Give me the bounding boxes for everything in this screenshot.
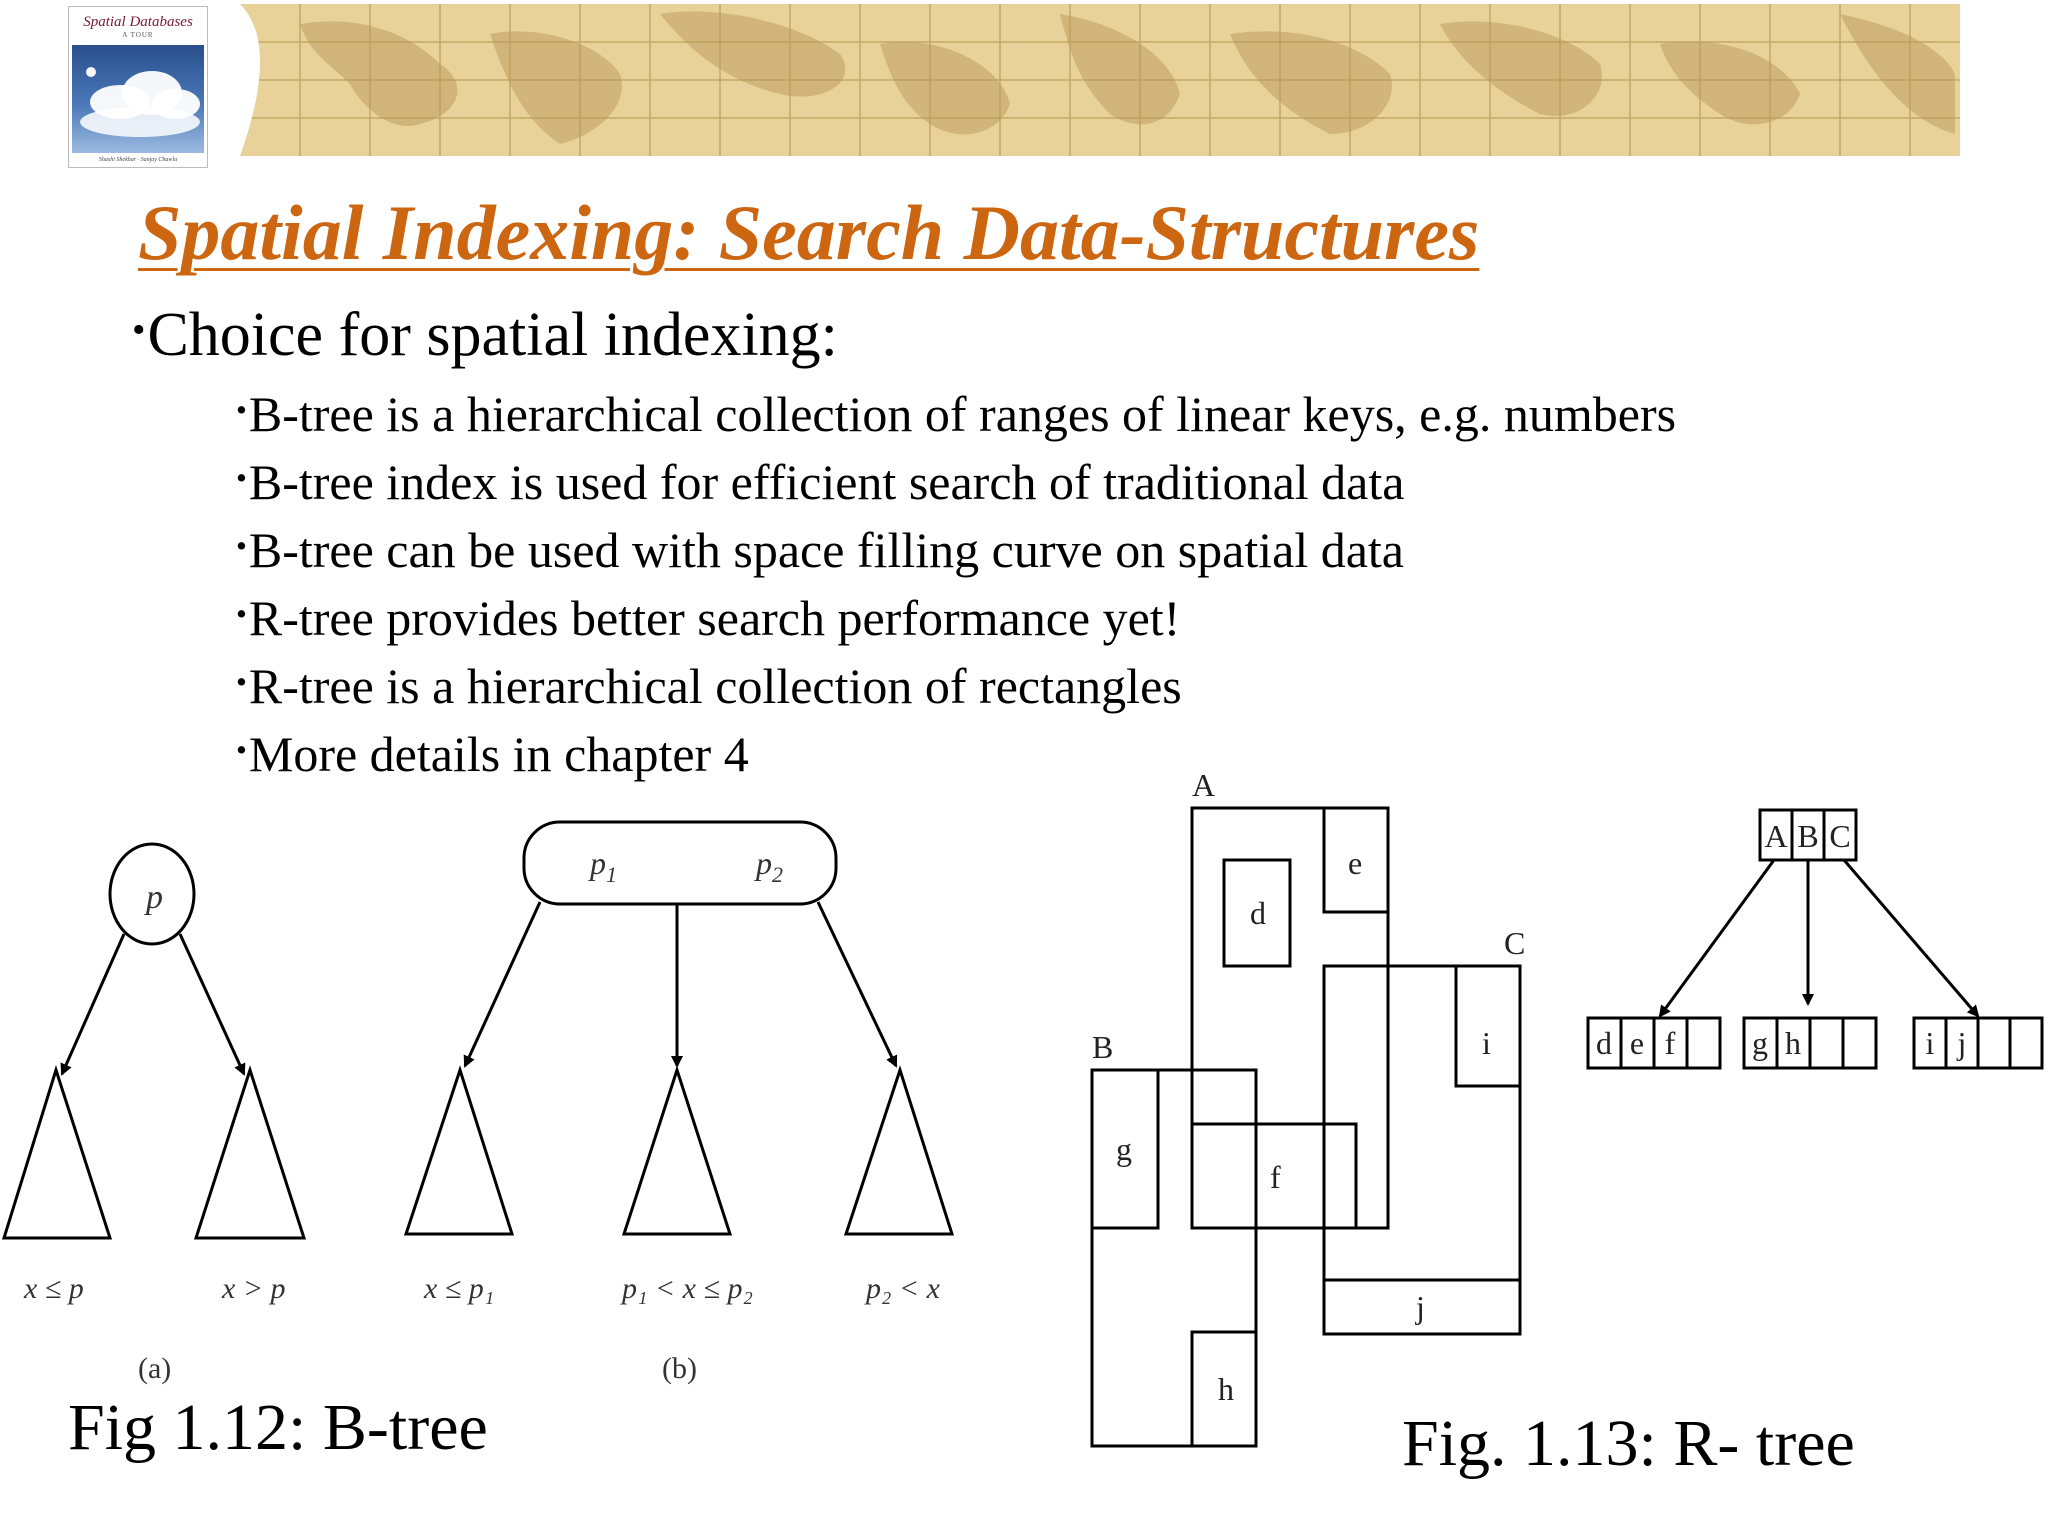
- rtree-rect-f-label: f: [1270, 1159, 1281, 1195]
- rtree-rect-h-label: h: [1218, 1371, 1234, 1407]
- bullet-marker: •: [132, 308, 146, 351]
- rtree-region-b-label: B: [1092, 1029, 1113, 1065]
- rtree-rect-i: [1454, 964, 1522, 1088]
- rtree-rect-f: [1190, 1122, 1358, 1230]
- rtree-rect-j-label: j: [1415, 1289, 1425, 1325]
- bullet-marker: •: [236, 732, 247, 768]
- rtree-rect-d: [1222, 858, 1292, 968]
- btree-a-node-label: p: [144, 879, 163, 916]
- rtree-rect-h: [1190, 1330, 1258, 1448]
- btree-a-right-leaf-label: x > p: [221, 1272, 286, 1305]
- sub-bullet-text: B-tree can be used with space filling cu…: [248, 522, 1404, 578]
- rtree-rect-e-label: e: [1348, 845, 1362, 881]
- rtree-rect-g-label: g: [1116, 1131, 1132, 1167]
- rtree-root-entry: A: [1764, 818, 1787, 854]
- rtree-rect-e: [1322, 806, 1390, 914]
- btree-b-edge-1: [463, 901, 542, 1068]
- book-cover-title: Spatial Databases: [83, 14, 193, 30]
- btree-a-left-edge: [60, 933, 126, 1076]
- btree-panel-a-label: (a): [138, 1352, 171, 1385]
- slide-title: Spatial Indexing: Search Data-Structures: [138, 189, 1480, 276]
- btree-b-key-2-sub: 2: [772, 862, 783, 887]
- btree-b-key-1: p1: [588, 845, 617, 887]
- sub-bullet-text: More details in chapter 4: [248, 726, 749, 782]
- rtree-leaf-entry: i: [1926, 1025, 1935, 1061]
- btree-b-key-1-sub: 1: [606, 862, 617, 887]
- rtree-rect-i-label: i: [1482, 1025, 1491, 1061]
- rtree-rect-j: [1322, 1278, 1522, 1336]
- rtree-leaf-entry: h: [1785, 1025, 1801, 1061]
- btree-b-key-2: p2: [754, 845, 783, 887]
- btree-b-leaf-1-label: x ≤ p₁: [423, 1272, 494, 1305]
- btree-b-key-1-letter: p: [588, 845, 606, 881]
- rtree-diagram: A B C d e f g h i j A B C d e f g h i j: [1090, 767, 2044, 1448]
- btree-a-right-edge: [178, 933, 246, 1076]
- btree-b-subtree-2: [621, 1065, 733, 1236]
- slide-header: Spatial Databases A TOUR Shashi Shekhar …: [0, 0, 2048, 170]
- btree-b-leaf-2-label: p₁ < x ≤ p₂: [620, 1272, 753, 1305]
- main-bullet: •Choice for spatial indexing:: [132, 300, 838, 371]
- book-cover-image: Spatial Databases A TOUR Shashi Shekhar …: [68, 6, 208, 168]
- sub-bullet: •More details in chapter 4: [236, 725, 749, 783]
- sub-bullet: •R-tree provides better search performan…: [236, 589, 1180, 647]
- btree-b-key-2-letter: p: [754, 845, 772, 881]
- rtree-root-entry: C: [1829, 818, 1850, 854]
- btree-b-subtree-3: [843, 1065, 955, 1236]
- rtree-rect-d-label: d: [1250, 895, 1266, 931]
- btree-b-subtree-1: [403, 1065, 515, 1236]
- world-map-banner: [240, 4, 1960, 156]
- book-cover-sky: [72, 45, 204, 153]
- rtree-rect-g: [1090, 1068, 1160, 1230]
- bullet-marker: •: [236, 528, 247, 564]
- bullet-marker: •: [236, 596, 247, 632]
- btree-panel-b-label: (b): [662, 1352, 697, 1385]
- rtree-leaf-entry: g: [1752, 1025, 1768, 1061]
- btree-a-right-subtree: [193, 1065, 307, 1240]
- sub-bullet: •B-tree index is used for efficient sear…: [236, 453, 1404, 511]
- bullet-marker: •: [236, 392, 247, 428]
- rtree-region-c-label: C: [1504, 925, 1525, 961]
- sub-bullet-text: R-tree provides better search performanc…: [248, 590, 1181, 646]
- btree-a-left-subtree: [1, 1065, 113, 1240]
- btree-figure-caption: Fig 1.12: B-tree: [68, 1391, 488, 1464]
- btree-a-root-node: [108, 842, 196, 946]
- sub-bullet-text: B-tree index is used for efficient searc…: [248, 454, 1405, 510]
- rtree-figure-caption: Fig. 1.13: R- tree: [1402, 1407, 1855, 1480]
- rtree-edge-c: [1842, 859, 1980, 1018]
- btree-diagram: p x ≤ p x > p p1 p2 x ≤ p₁ p₁ < x ≤ p₂ p…: [1, 820, 955, 1385]
- sub-bullet: •R-tree is a hierarchical collection of …: [236, 657, 1182, 715]
- rtree-edge-a: [1658, 859, 1776, 1018]
- btree-b-leaf-3-label: p₂ < x: [864, 1272, 941, 1305]
- rtree-leaf-entry: e: [1630, 1025, 1644, 1061]
- btree-b-edge-3: [816, 901, 898, 1068]
- btree-a-left-leaf-label: x ≤ p: [23, 1272, 84, 1305]
- rtree-region-b: [1090, 1068, 1258, 1448]
- rtree-root-entry: B: [1797, 818, 1818, 854]
- book-cover-authors: Shashi Shekhar · Sanjay Chawla: [98, 157, 178, 163]
- rtree-leaf-entry: d: [1596, 1025, 1612, 1061]
- bullet-marker: •: [236, 664, 247, 700]
- rtree-leaf-entry: f: [1665, 1025, 1676, 1061]
- sub-bullet-text: B-tree is a hierarchical collection of r…: [248, 386, 1677, 442]
- bullet-marker: •: [236, 460, 247, 496]
- sub-bullet: •B-tree can be used with space filling c…: [236, 521, 1404, 579]
- sub-bullet: •B-tree is a hierarchical collection of …: [236, 385, 1676, 443]
- main-bullet-text: Choice for spatial indexing:: [147, 301, 838, 369]
- sub-bullet-text: R-tree is a hierarchical collection of r…: [248, 658, 1182, 714]
- btree-b-root-node: [522, 820, 838, 906]
- rtree-region-a-label: A: [1192, 767, 1215, 803]
- rtree-leaf-entry: j: [1957, 1025, 1967, 1061]
- book-cover-subtitle: A TOUR: [122, 31, 154, 39]
